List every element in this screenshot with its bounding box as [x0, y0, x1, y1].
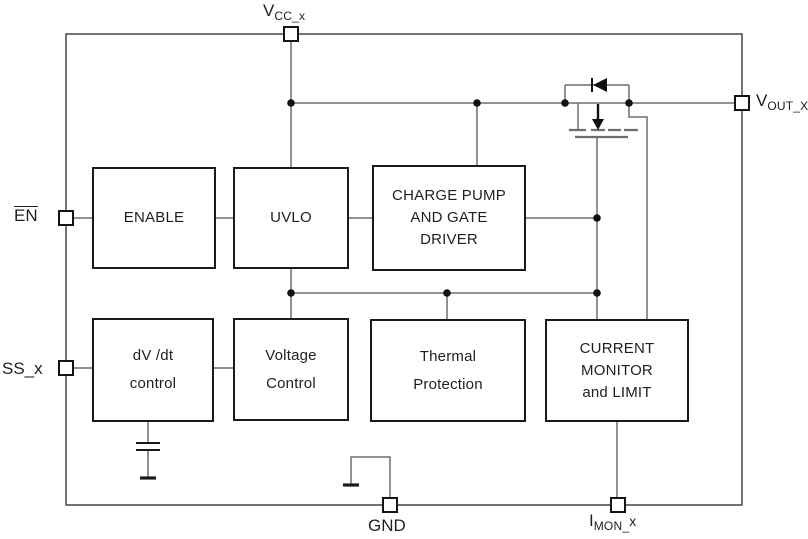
- pin-ss-square: [58, 360, 74, 376]
- junction-dots: [287, 99, 633, 297]
- block-charge-pump-line: AND GATE: [410, 209, 488, 226]
- body-diode-icon: [591, 78, 607, 92]
- block-voltage-control: Voltage Control: [233, 318, 349, 421]
- block-thermal-protection: Thermal Protection: [370, 319, 526, 422]
- block-dvdt-control: dV /dt control: [92, 318, 214, 422]
- junction-dot: [561, 99, 569, 107]
- block-thermal-line: Thermal: [419, 347, 477, 365]
- block-voltage-control-line: Control: [266, 374, 316, 392]
- block-dvdt-line: control: [129, 375, 177, 392]
- block-thermal-line: Protection: [413, 375, 483, 393]
- block-current-monitor-line: CURRENT: [579, 339, 655, 357]
- pin-label-imon: IMON_x: [589, 511, 637, 533]
- pin-en-square: [58, 210, 74, 226]
- junction-dot: [473, 99, 481, 107]
- body-arrow-icon: [592, 104, 604, 130]
- pin-label-ss: SS_x: [2, 359, 43, 378]
- block-voltage-control-line: Voltage: [265, 346, 317, 364]
- junction-dot: [287, 289, 295, 297]
- pin-label-vcc: VCC_x: [263, 1, 306, 23]
- mosfet-symbol: [569, 78, 638, 139]
- pin-label-gnd: GND: [368, 516, 406, 535]
- block-charge-pump-line: CHARGE PUMP: [392, 187, 506, 204]
- pin-label-vout: VOUT_X: [756, 91, 808, 113]
- pin-gnd-square: [382, 497, 398, 513]
- block-charge-pump-line: DRIVER: [420, 231, 478, 248]
- pin-vcc-square: [283, 26, 299, 42]
- block-uvlo: UVLO: [233, 167, 349, 269]
- junction-dot: [625, 99, 633, 107]
- device-boundary: [65, 33, 743, 506]
- junction-dot: [593, 214, 601, 222]
- pin-terminals: [58, 26, 750, 513]
- block-current-monitor-line: and LIMIT: [582, 383, 652, 401]
- block-current-monitor: CURRENT MONITOR and LIMIT: [545, 319, 689, 422]
- pin-label-en: EN: [14, 206, 38, 225]
- block-charge-pump: CHARGE PUMP AND GATE DRIVER: [372, 165, 526, 271]
- pin-imon-square: [610, 497, 626, 513]
- block-enable-label: ENABLE: [123, 209, 185, 226]
- block-dvdt-line: dV /dt: [132, 347, 174, 364]
- block-uvlo-label: UVLO: [270, 209, 312, 226]
- junction-dot: [593, 289, 601, 297]
- junction-dot: [443, 289, 451, 297]
- block-enable: ENABLE: [92, 167, 216, 269]
- soft-start-capacitor-icon: [136, 442, 160, 480]
- block-current-monitor-line: MONITOR: [581, 361, 653, 379]
- pin-vout-square: [734, 95, 750, 111]
- junction-dot: [287, 99, 295, 107]
